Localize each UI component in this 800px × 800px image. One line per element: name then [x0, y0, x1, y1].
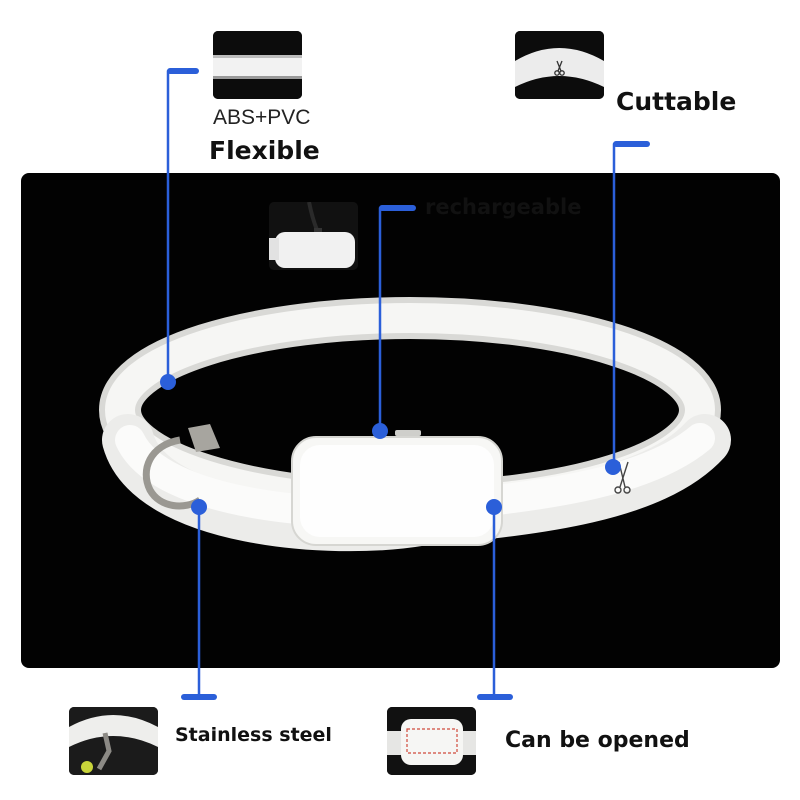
flexible-label: Flexible — [209, 136, 320, 165]
openable-label: Can be opened — [505, 728, 690, 753]
d-ring-buckle — [142, 424, 220, 510]
stainless-steel-label: Stainless steel — [175, 724, 332, 746]
rechargeable-label: rechargeable — [425, 195, 582, 219]
openable-module-thumbnail — [387, 707, 476, 775]
rechargeable-port-thumbnail — [269, 202, 358, 270]
cuttable-label: Cuttable — [616, 87, 737, 116]
cuttable-band-thumbnail — [515, 31, 604, 99]
product-photo-panel — [21, 173, 780, 668]
stainless-steel-thumbnail — [69, 707, 158, 775]
material-label: ABS+PVC — [213, 106, 311, 129]
scissors-icon — [554, 60, 565, 76]
flexible-band-thumbnail — [213, 31, 302, 99]
